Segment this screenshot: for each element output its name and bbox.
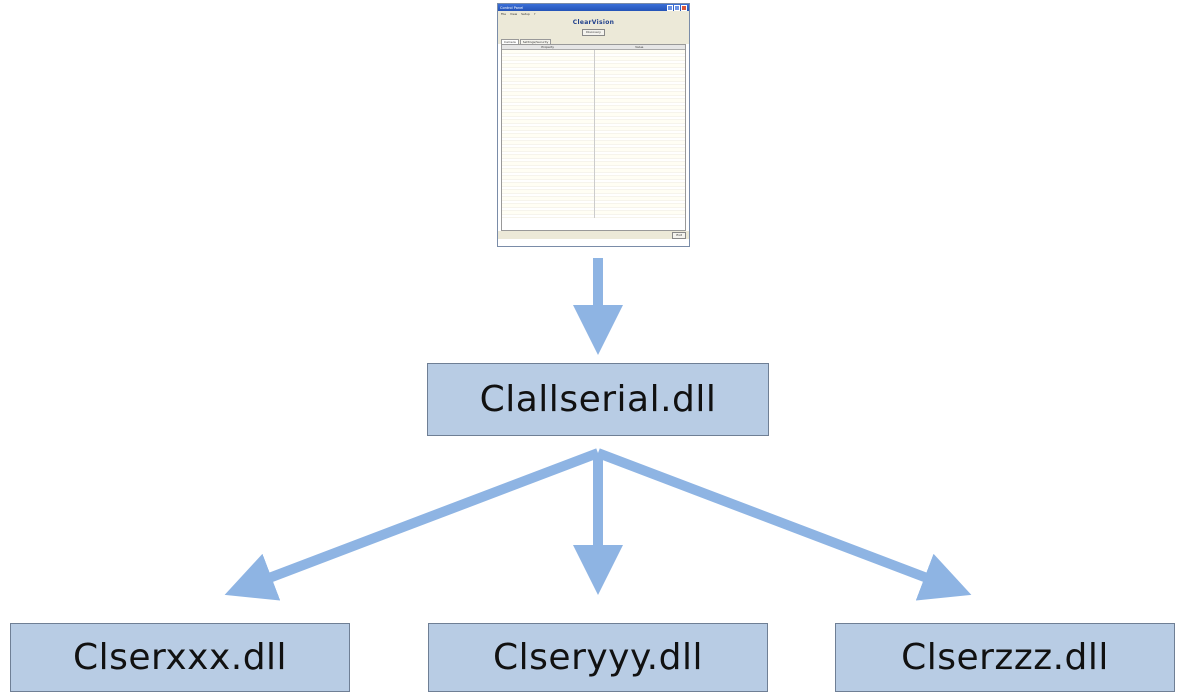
thumbnail-menu-help: ?: [533, 11, 536, 16]
thumbnail-grid-header: Property Value: [502, 45, 685, 50]
window-controls: [667, 4, 687, 11]
thumbnail-column-property: Property: [541, 45, 555, 49]
thumbnail-title-bar: Control Panel: [498, 4, 689, 11]
thumbnail-logo-row: ClearVision: [498, 16, 689, 28]
thumbnail-menu-file: File: [501, 11, 507, 16]
close-icon: [681, 4, 687, 11]
thumbnail-tab-camera: Camera: [501, 39, 519, 44]
maximize-icon: [674, 4, 680, 11]
clserxxx-dll-label: Clserxxx.dll: [72, 637, 288, 678]
clallserial-dll-label: Clallserial.dll: [479, 379, 717, 420]
thumbnail-menu-view: View: [510, 11, 518, 16]
thumbnail-status-bar: Exit: [498, 231, 689, 239]
thumbnail-exit-button: Exit: [672, 232, 686, 239]
thumbnail-discovery-button: Discovery: [582, 28, 605, 36]
clseryyy-dll-label: Clseryyy.dll: [493, 637, 703, 678]
thumbnail-logo: ClearVision: [572, 18, 615, 26]
minimize-icon: [667, 4, 673, 11]
arrow-root-to-clserzzz: [596, 448, 972, 601]
clallserial-dll-box: Clallserial.dll: [427, 363, 769, 436]
thumbnail-grid-rows: [502, 50, 685, 218]
thumbnail-menu-bar: File View Setup ?: [498, 11, 689, 16]
thumbnail-button-row: Discovery: [498, 28, 689, 36]
clserzzz-dll-label: Clserzzz.dll: [901, 637, 1109, 678]
arrow-root-to-clserxxx: [224, 448, 600, 601]
clserzzz-dll-box: Clserzzz.dll: [835, 623, 1175, 692]
thumbnail-menu-setup: Setup: [521, 11, 530, 16]
thumbnail-tab-settings: Settings/Security: [519, 39, 552, 44]
thumbnail-column-value: Value: [635, 45, 644, 49]
thumbnail-window-title: Control Panel: [500, 5, 524, 10]
thumbnail-property-grid: Property Value: [501, 44, 686, 231]
clserxxx-dll-box: Clserxxx.dll: [10, 623, 350, 692]
clseryyy-dll-box: Clseryyy.dll: [428, 623, 768, 692]
thumbnail-tabs: Camera Settings/Security: [498, 36, 689, 44]
control-panel-thumbnail: Control Panel File View Setup ? ClearVis…: [497, 3, 690, 247]
